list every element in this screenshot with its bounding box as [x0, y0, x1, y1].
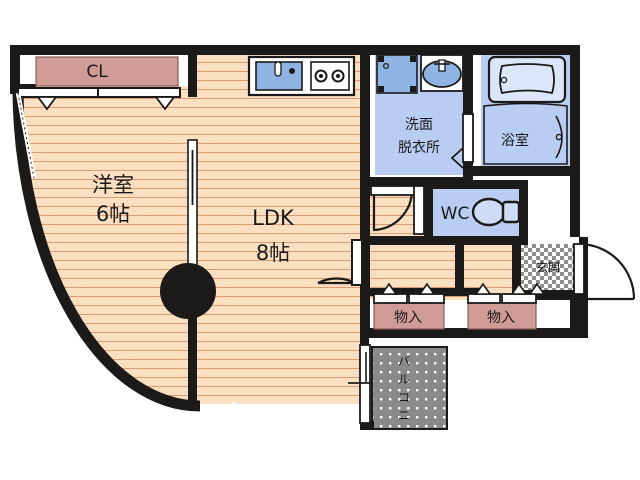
- washing-machine-icon: [376, 54, 418, 94]
- room-label-genkan: 玄関: [536, 260, 560, 275]
- room-floor-washitsu: [18, 86, 196, 404]
- curved-exterior-wall: [12, 92, 201, 412]
- round-column-icon: [160, 263, 216, 319]
- room-floor-balcony: [371, 346, 448, 430]
- balcony-label-char-3: ニ: [398, 409, 410, 423]
- closet-cl: [17, 56, 181, 111]
- room-label-wc: WC: [441, 204, 470, 224]
- closet-monoire-right: [467, 282, 537, 330]
- doors: [317, 113, 636, 301]
- balcony-label-char-0: バ: [398, 355, 410, 369]
- closet-label-cl: CL: [86, 62, 108, 82]
- vanity-basin-icon: [420, 54, 464, 92]
- bathtub-icon: [483, 55, 568, 165]
- balcony-label-char-1: ル: [398, 373, 410, 387]
- room-label-washitsu: 洋室: [92, 173, 134, 197]
- balcony-sliding-door: [348, 344, 372, 424]
- sink-icon: [255, 61, 303, 91]
- room-label-senmen-2: 脱衣所: [398, 140, 440, 156]
- room-label-washitsu-size: 6帖: [96, 202, 130, 226]
- kitchen-counter: [247, 55, 356, 97]
- closet-label-monoire-right: 物入: [487, 310, 515, 326]
- balcony-label: バ ル コ ニ: [398, 355, 410, 423]
- closet-monoire-left: [373, 282, 445, 330]
- stove-icon: [310, 61, 350, 91]
- toilet-icon: [471, 197, 521, 227]
- room-label-senmen: 洗面: [405, 117, 433, 133]
- balcony-label-char-2: コ: [398, 391, 410, 405]
- room-floor-genkan: [521, 244, 579, 292]
- room-label-ldk-size: 8帖: [256, 241, 290, 265]
- room-label-yokushitsu: 浴室: [501, 132, 529, 149]
- closet-label-monoire-left: 物入: [394, 310, 422, 326]
- room-label-ldk: LDK: [252, 206, 295, 230]
